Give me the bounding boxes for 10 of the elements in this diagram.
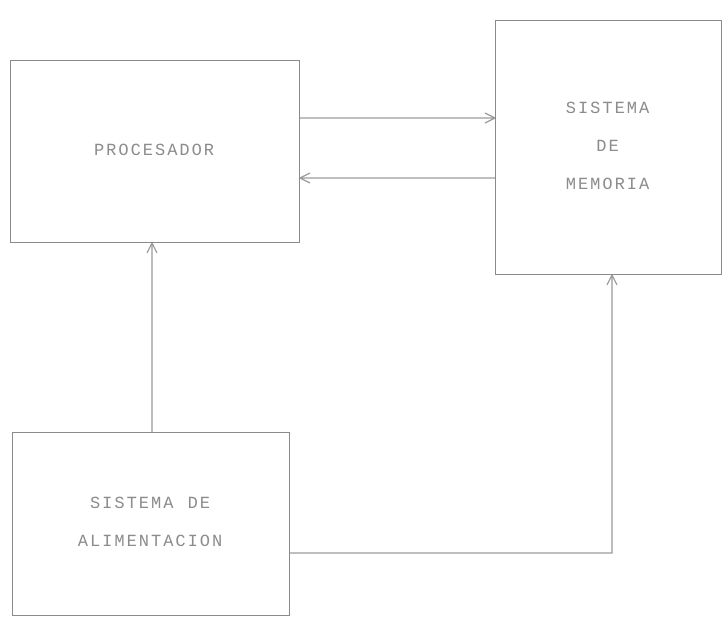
process-box — [10, 60, 300, 243]
arrow — [299, 172, 495, 184]
process-box — [12, 432, 290, 616]
box-label: SISTEMA DE MEMORIA — [564, 98, 652, 196]
arrow — [300, 112, 496, 124]
box-label: PROCESADOR — [94, 140, 216, 162]
box-label: SISTEMA DE ALIMENTACION — [76, 494, 226, 554]
arrow — [146, 242, 158, 432]
arrow — [290, 274, 618, 554]
process-box — [495, 20, 722, 275]
